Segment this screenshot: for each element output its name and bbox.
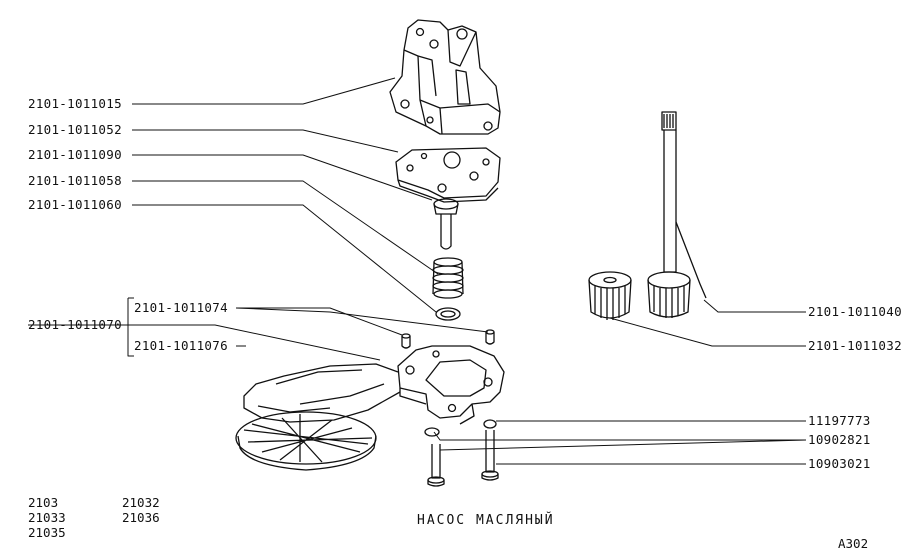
model-code: 2103 (28, 495, 59, 510)
label-housing-assembly: 2101-1011070 (28, 317, 122, 332)
intake-strainer-part (235, 363, 401, 471)
lock-washer-part (424, 427, 440, 437)
sheet-code: А302 (838, 536, 869, 551)
gasket-plate-part (395, 147, 501, 203)
label-lock-washer: 11197773 (808, 413, 871, 428)
spring-part (432, 257, 464, 299)
label-pump-body: 2101-1011015 (28, 96, 122, 111)
model-code: 21032 (122, 495, 160, 510)
washer-part (435, 307, 461, 321)
model-list-col1: 2103 21033 21035 (28, 495, 66, 540)
model-code: 21033 (28, 510, 66, 525)
label-drive-shaft: 2101-1011040 (808, 304, 902, 319)
dowel-pins-part (401, 329, 495, 349)
diagram-title: НАСОС МАСЛЯНЫЙ (417, 513, 555, 528)
label-gasket: 2101-1011052 (28, 122, 122, 137)
pump-cover-part (389, 19, 501, 135)
label-bolt-long: 10903021 (808, 456, 871, 471)
model-code: 21036 (122, 510, 160, 525)
label-washer: 2101-1011060 (28, 197, 122, 212)
driven-gear-part (588, 271, 632, 320)
label-driven-gear: 2101-1011032 (808, 338, 902, 353)
bolts-part (427, 430, 499, 487)
model-code: 21035 (28, 525, 66, 540)
valve-part (433, 198, 459, 250)
leader-lines (28, 77, 807, 465)
label-dowel-pin: 2101-1011074 (134, 300, 228, 315)
model-list-col2: 21032 21036 (122, 495, 160, 525)
label-spring: 2101-1011058 (28, 173, 122, 188)
label-valve: 2101-1011090 (28, 147, 122, 162)
pump-housing-part (397, 345, 505, 425)
drive-shaft-part (647, 111, 707, 318)
label-bolt-short: 10902821 (808, 432, 871, 447)
label-intake-pipe: 2101-1011076 (134, 338, 228, 353)
